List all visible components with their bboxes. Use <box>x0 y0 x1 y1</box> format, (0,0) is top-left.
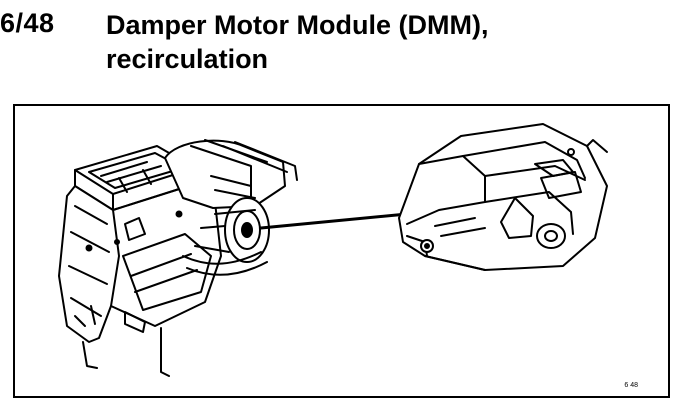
leader-line <box>259 212 409 230</box>
figure-frame: 6 48 <box>13 104 670 398</box>
figure-id-label: 6 48 <box>624 382 638 389</box>
hvac-housing-assembly <box>58 139 298 377</box>
section-title-line1: Damper Motor Module (DMM), <box>106 10 489 40</box>
figure-illustration <box>58 123 608 377</box>
section-title-line2: recirculation <box>106 44 269 74</box>
damper-motor-module <box>398 123 608 271</box>
section-number: 6/48 <box>0 8 55 38</box>
section-title: Damper Motor Module (DMM), recirculation <box>106 8 666 76</box>
